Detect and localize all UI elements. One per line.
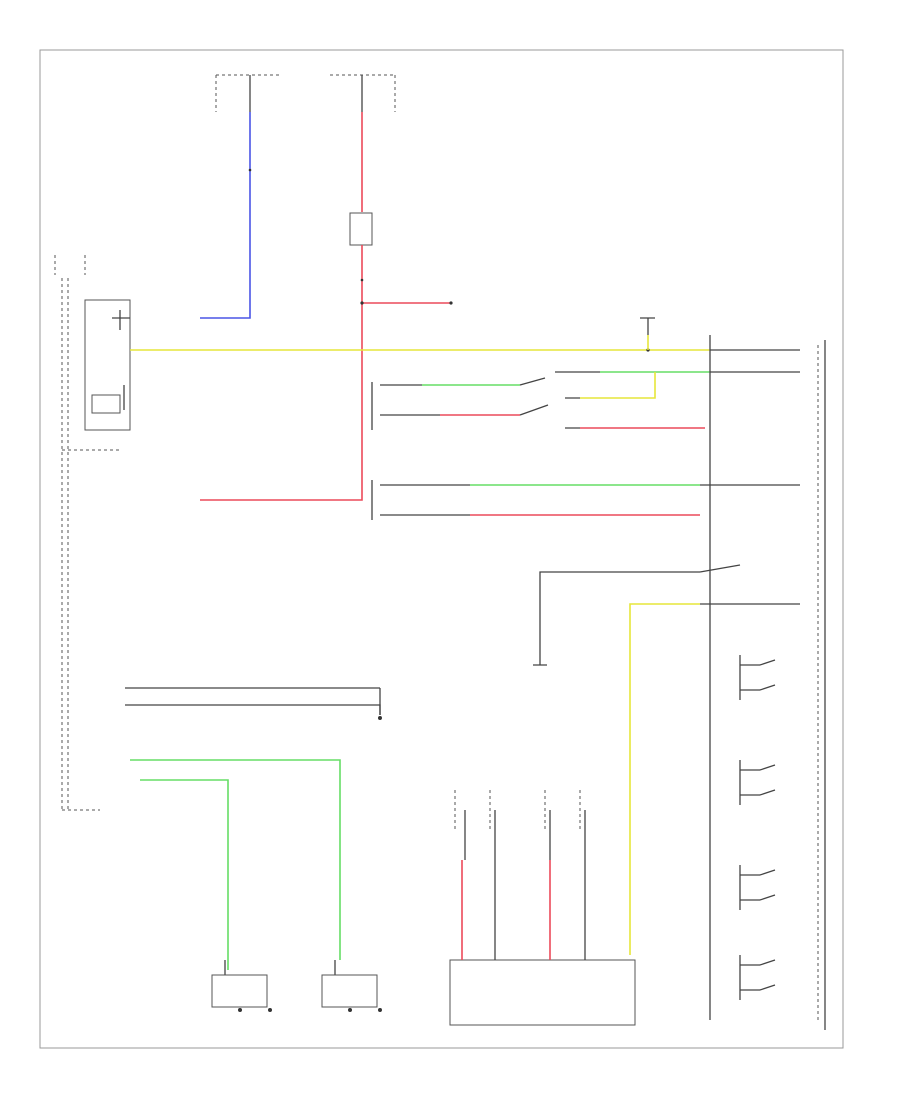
relay-box xyxy=(84,299,131,431)
switch-ladder xyxy=(739,655,776,1000)
wire-yellow-branch xyxy=(580,372,656,399)
wire-green-4 xyxy=(140,779,229,970)
relay-block xyxy=(54,255,131,811)
top-fuse-left xyxy=(215,74,280,112)
fusible-link-box xyxy=(349,212,373,246)
wire-yellow-vertical xyxy=(629,603,700,955)
wire-green-3 xyxy=(130,759,341,960)
diagram-frame xyxy=(39,49,844,1049)
center-module-box xyxy=(449,959,636,1026)
wire-blue xyxy=(200,112,251,319)
wire-black-mid xyxy=(539,571,700,620)
top-fuse-right xyxy=(330,74,396,112)
bottom-connectors-left xyxy=(211,974,382,1012)
module-connectors xyxy=(454,790,586,960)
